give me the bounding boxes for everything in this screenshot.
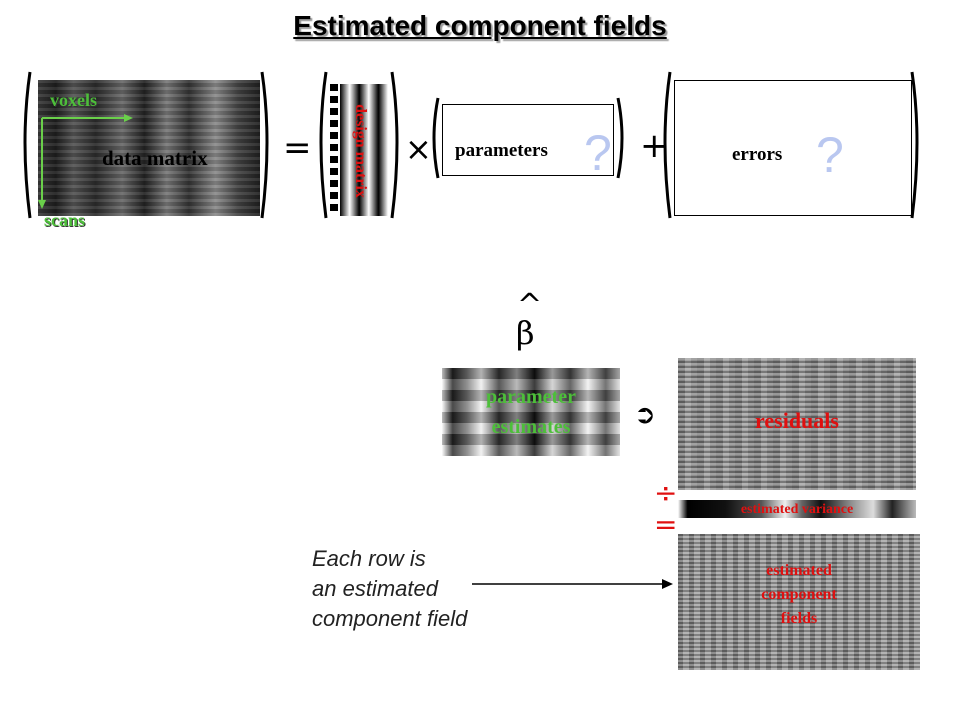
caption-line1: Each row is <box>312 546 426 571</box>
fields-label-line1: estimated <box>766 562 832 579</box>
caption-line2: an estimated <box>312 576 438 601</box>
equals-sign-lower: = <box>654 508 678 541</box>
parameters-question-mark: ? <box>584 125 612 181</box>
divide-sign: ÷ <box>654 476 678 509</box>
design-matrix-image <box>330 84 388 216</box>
axes-arrows <box>38 114 133 209</box>
caption-line3: component field <box>312 606 468 631</box>
errors-question-mark: ? <box>816 127 844 183</box>
errors-box <box>674 80 912 216</box>
right-arrow-icon: ➲ <box>634 400 656 430</box>
fields-label-line2: component <box>761 586 837 603</box>
times-sign: × <box>405 130 432 168</box>
estimated-variance-bar <box>678 500 916 518</box>
design-matrix-label: design matrix <box>352 104 369 198</box>
residuals-image <box>678 358 916 490</box>
parameter-estimates-image <box>442 368 620 456</box>
scans-label: scans <box>44 210 86 230</box>
parameter-estimates-line2: estimates <box>491 416 571 438</box>
beta-symbol: β <box>516 314 535 352</box>
parameters-label: parameters <box>455 140 548 161</box>
caption-arrow <box>472 579 673 589</box>
parameters-box <box>442 104 614 176</box>
estimated-component-fields-image <box>678 534 920 670</box>
data-matrix-image <box>38 80 260 216</box>
caption: Each row is an estimated component field <box>312 544 467 634</box>
plus-sign: + <box>640 126 669 166</box>
equation-brackets <box>23 71 919 219</box>
estimated-variance-label: estimated variance <box>740 502 854 517</box>
beta-hat-symbol: ^ <box>517 288 543 323</box>
errors-label: errors <box>732 144 783 165</box>
fields-label-line3: fields <box>780 610 818 627</box>
equals-sign: = <box>283 128 312 168</box>
data-matrix-label: data matrix <box>102 146 208 170</box>
page-title: Estimated component fields <box>293 10 667 41</box>
voxels-label: voxels <box>50 90 97 110</box>
residuals-label: residuals <box>755 408 839 433</box>
parameter-estimates-line1: parameter <box>486 386 576 408</box>
